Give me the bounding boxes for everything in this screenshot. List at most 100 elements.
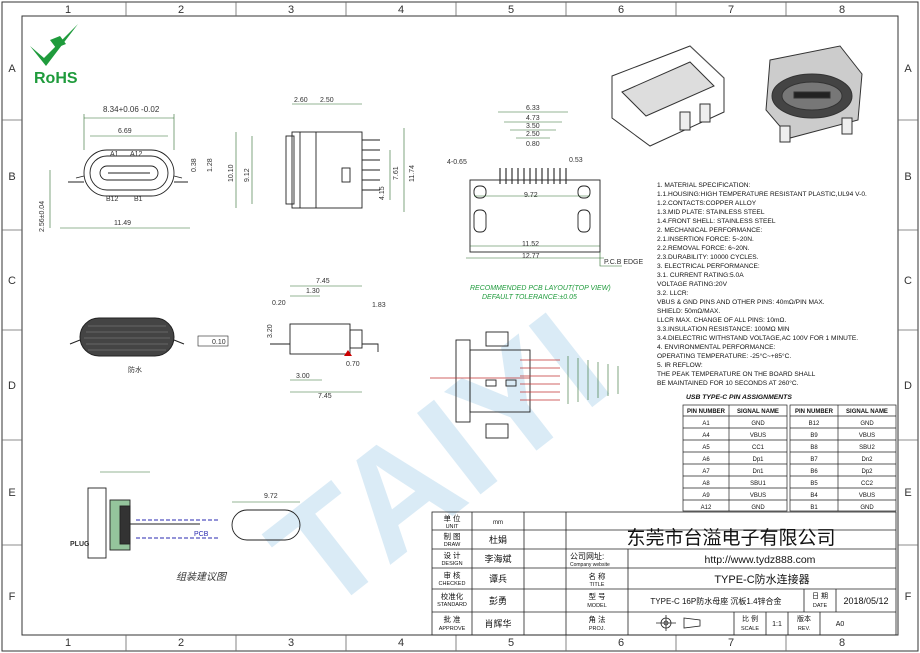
scale-value: 1:1 (772, 621, 782, 628)
dim-text: 6.69 (118, 128, 132, 135)
spec-line: 3.2. LLCR: (657, 290, 689, 297)
table-cell: SBU1 (750, 481, 766, 487)
spec-line: 2. MECHANICAL PERFORMANCE: (657, 227, 762, 234)
table-cell: VBUS (750, 433, 766, 439)
dim-text: 0.53 (569, 157, 583, 164)
tb-label: 审 核 (443, 570, 461, 580)
assy-label: PLUG (70, 541, 90, 548)
dim-text: 9.72 (264, 493, 278, 500)
spec-line: 1. MATERIAL SPECIFICATION: (657, 182, 750, 189)
dim-text: 3.00 (296, 373, 310, 380)
dim-text: 2.56±0.04 (39, 201, 46, 232)
dim-text: 7.45 (316, 278, 330, 285)
rohs-logo: RoHS (30, 24, 78, 87)
dim-text: 7.61 (393, 166, 400, 180)
row-label: C (904, 275, 912, 287)
table-header: SIGNAL NAME (846, 409, 888, 415)
table-cell: A5 (702, 445, 710, 451)
table-cell: VBUS (859, 493, 875, 499)
spec-line: 4. ENVIRONMENTAL PERFORMANCE: (657, 344, 776, 351)
tb-label: 比 例 (742, 614, 758, 623)
projection-symbol-icon (656, 615, 701, 631)
tb-value: 彭勇 (489, 595, 507, 606)
spec-line: 5. IR REFLOW: (657, 362, 703, 369)
tb-label: 校准化 (441, 591, 464, 601)
spec-line: OPERATING TEMPERATURE: -25°C~+85°C. (657, 352, 791, 360)
table-cell: VBUS (859, 433, 875, 439)
row-label: E (8, 487, 15, 499)
spec-block: 1. MATERIAL SPECIFICATION: 1.1.HOUSING:H… (657, 182, 867, 387)
tb-label-en: SCALE (741, 626, 759, 632)
pin-detail-view (430, 331, 619, 439)
title-block (431, 511, 897, 636)
pcb-note: RECOMMENDED PCB LAYOUT(TOP VIEW) (470, 285, 611, 292)
table-cell: CC1 (752, 445, 765, 451)
dim-text: 6.33 (526, 105, 540, 112)
pin-table: USB TYPE-C PIN ASSIGNMENTS PIN NUMBER SI… (682, 394, 897, 512)
dim-text: 10.10 (228, 164, 235, 182)
dim-text: 8.34+0.06 -0.02 (103, 105, 160, 114)
dim-text: 0.80 (526, 141, 540, 148)
rohs-text: RoHS (34, 70, 78, 87)
spec-line: SHIELD: 50mΩ/MAX. (657, 308, 720, 315)
col-label: 2 (178, 4, 184, 16)
spec-line: 1.1.HOUSING:HIGH TEMPERATURE RESISTANT P… (657, 191, 867, 198)
front-dims: 8.34+0.06 -0.02 6.69 A1 A12 B12 B1 11.49… (39, 105, 214, 232)
table-cell: GND (751, 505, 765, 511)
dim-text: 1.30 (306, 288, 320, 295)
table-cell: Dn1 (752, 469, 764, 475)
3d-view-2 (765, 45, 863, 143)
pcb-dims: 6.33 4.73 3.50 2.50 0.80 0.53 4-0.65 9.7… (447, 105, 643, 301)
dim-text: 0.70 (346, 361, 360, 368)
table-header: PIN NUMBER (795, 409, 834, 415)
table-cell: GND (860, 421, 874, 427)
col-label: 3 (288, 4, 294, 16)
spec-line: 2.1.INSERTION FORCE: 5~20N. (657, 236, 754, 243)
table-cell: Dp2 (861, 469, 873, 475)
row-label: A (904, 63, 912, 75)
spec-line: 3. ELECTRICAL PERFORMANCE: (657, 263, 760, 270)
dim-text: 3.50 (526, 123, 540, 130)
website: http://www.tydz888.com (705, 554, 816, 566)
tb-label-en: DATE (813, 603, 828, 609)
front-view (49, 114, 190, 229)
dim-text: 2.50 (320, 97, 334, 104)
rubber-view: 0.10 防水 (69, 317, 229, 374)
tb-label: 设 计 (443, 550, 461, 560)
spec-line: 2.3.DURABILITY: 10000 CYCLES. (657, 254, 759, 261)
col-label: 2 (178, 637, 184, 649)
side-view (235, 103, 405, 212)
row-label: A (8, 63, 16, 75)
tb-value: 谭兵 (489, 573, 507, 584)
table-cell: A8 (702, 481, 710, 487)
pcb-layout (466, 111, 622, 267)
table-cell: A12 (701, 505, 712, 511)
tb-label-en: DESIGN (441, 561, 462, 567)
spec-line: VOLTAGE RATING:20V (657, 281, 728, 288)
rev-value: A0 (836, 621, 845, 628)
row-label: B (8, 171, 15, 183)
dim-text: P.C.B EDGE (604, 259, 643, 266)
dim-text: 1.28 (207, 158, 214, 172)
tb-value: 肖辉华 (484, 618, 511, 629)
bottom-dims: 7.45 1.30 0.20 1.83 3.20 0.70 3.00 7.45 (267, 278, 386, 400)
spec-line: 2.2.REMOVAL FORCE: 6~20N. (657, 245, 750, 252)
tb-label-en: UNIT (446, 524, 459, 530)
dim-text: 0.20 (272, 300, 286, 307)
tb-label: 公司网址: (570, 551, 604, 561)
col-label: 7 (728, 637, 734, 649)
tb-label: 批 准 (443, 614, 461, 624)
spec-line: VBUS & GND PINS AND OTHER PINS: 40mΩ/PIN… (657, 299, 825, 306)
spec-line: 3.4.DIELECTRIC WITHSTAND VOLTAGE,AC 100V… (657, 335, 858, 342)
tb-label: 版本 (797, 614, 811, 623)
spec-line: LLCR MAX. CHANGE OF ALL PINS: 10mΩ. (657, 317, 786, 324)
table-cell: B8 (810, 445, 818, 451)
dim-text: 12.77 (522, 253, 540, 260)
spec-line: BE MAINTAINED FOR 10 SECONDS AT 260°C. (657, 379, 799, 387)
table-cell: A9 (702, 493, 710, 499)
assembly-labels: 9.72 PLUG PCB 组装建议图 (70, 493, 278, 583)
pcb-note: DEFAULT TOLERANCE:±0.05 (482, 294, 577, 301)
tb-label-en: PROJ. (589, 626, 606, 632)
table-cell: B7 (810, 457, 818, 463)
